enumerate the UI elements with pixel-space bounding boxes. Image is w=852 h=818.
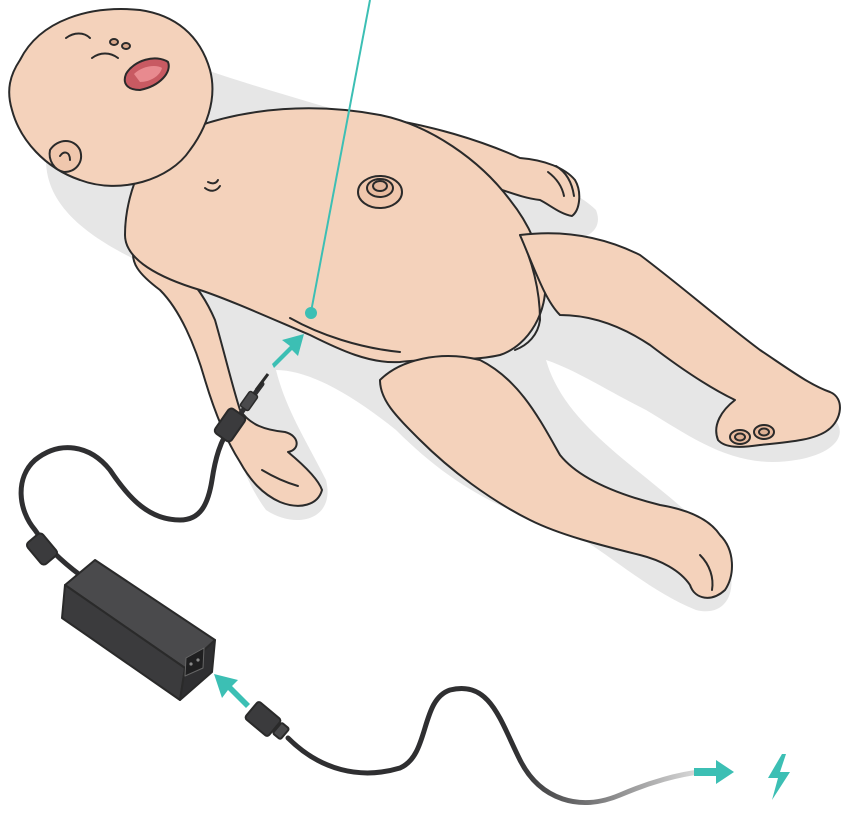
- manikin-head: [9, 9, 212, 186]
- umbilical-port: [358, 176, 402, 208]
- arrow-right-icon: [694, 760, 734, 784]
- power-adapter: [62, 560, 215, 700]
- power-cord: [288, 688, 700, 802]
- lightning-icon: [768, 754, 790, 800]
- ferrite-bead-adapter: [25, 532, 58, 566]
- infant-manikin: [9, 9, 840, 598]
- arrow-left-up-icon: [214, 674, 250, 708]
- manikin-ear: [50, 141, 81, 172]
- power-cord-plug: [244, 701, 289, 740]
